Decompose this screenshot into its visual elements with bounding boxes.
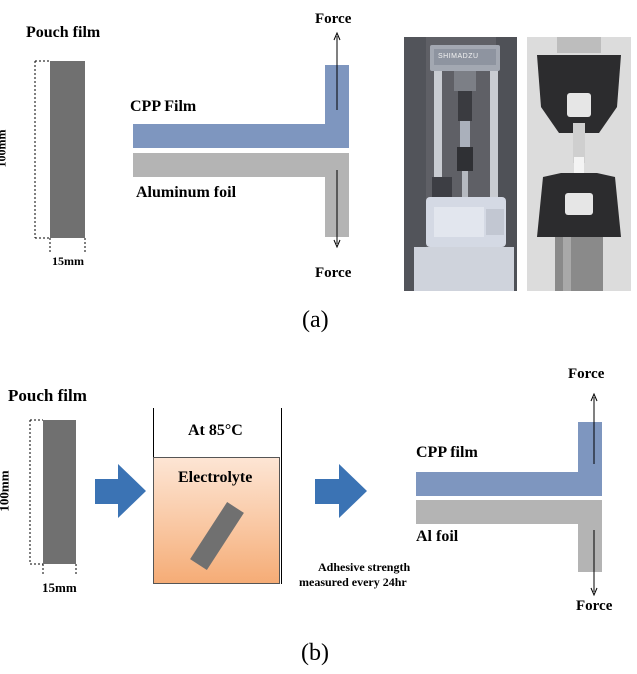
pouch-film-label: Pouch film bbox=[26, 24, 101, 41]
dimension-lines bbox=[29, 419, 77, 576]
measurement-note-line2: measured every 24hr bbox=[299, 575, 407, 589]
temperature-label: At 85°C bbox=[188, 422, 243, 439]
grips-drawing bbox=[527, 37, 631, 291]
machine-brand-label: SHIMADZU bbox=[438, 53, 479, 60]
aluminum-foil-label: Aluminum foil bbox=[136, 184, 237, 201]
force-bottom-label: Force bbox=[576, 598, 613, 614]
tensile-tester-photo: SHIMADZU bbox=[404, 37, 517, 291]
panel-b-caption: (b) bbox=[301, 640, 329, 666]
force-arrows bbox=[333, 31, 341, 249]
panel-a-caption: (a) bbox=[302, 307, 329, 333]
cpp-film-horizontal bbox=[133, 124, 349, 148]
tensile-tester-drawing bbox=[404, 37, 517, 291]
al-foil-label: Al foil bbox=[416, 528, 459, 545]
down-arrow-icon bbox=[333, 170, 341, 249]
pouch-film-label: Pouch film bbox=[8, 386, 87, 405]
grips-closeup-photo bbox=[527, 37, 631, 291]
al-foil-horizontal bbox=[416, 500, 602, 524]
force-top-label: Force bbox=[568, 366, 605, 382]
aluminum-foil-horizontal bbox=[133, 153, 349, 177]
up-arrow-icon bbox=[590, 392, 598, 464]
width-dimension-label: 15mm bbox=[52, 254, 84, 268]
force-top-label: Force bbox=[315, 11, 352, 27]
down-arrow-icon bbox=[590, 530, 598, 597]
cpp-film-label: CPP film bbox=[416, 444, 478, 461]
al-foil-vertical bbox=[578, 500, 602, 572]
cpp-film-label: CPP Film bbox=[130, 98, 197, 115]
panel-b: Pouch film 100mm 15mm At 85°C Electrolyt… bbox=[0, 340, 637, 674]
dimension-lines bbox=[34, 60, 86, 252]
up-arrow-icon bbox=[333, 31, 341, 110]
width-dimension-label: 15mm bbox=[42, 580, 77, 595]
measurement-note-line1: Adhesive strength bbox=[318, 560, 411, 574]
pouch-film-strip bbox=[43, 420, 76, 564]
cpp-film-horizontal bbox=[416, 472, 602, 496]
height-dimension-label: 100mm bbox=[0, 129, 9, 168]
pouch-film-strip bbox=[50, 61, 85, 238]
arrow-right-icon bbox=[315, 464, 367, 518]
electrolyte-label: Electrolyte bbox=[178, 469, 253, 486]
arrow-right-icon bbox=[95, 464, 146, 518]
force-arrows bbox=[590, 392, 598, 597]
cpp-film-vertical bbox=[578, 422, 602, 496]
force-bottom-label: Force bbox=[315, 265, 352, 281]
process-arrows bbox=[95, 464, 367, 518]
panel-a: Pouch film 100mm 15mm Force CPP Film Alu… bbox=[0, 11, 631, 333]
